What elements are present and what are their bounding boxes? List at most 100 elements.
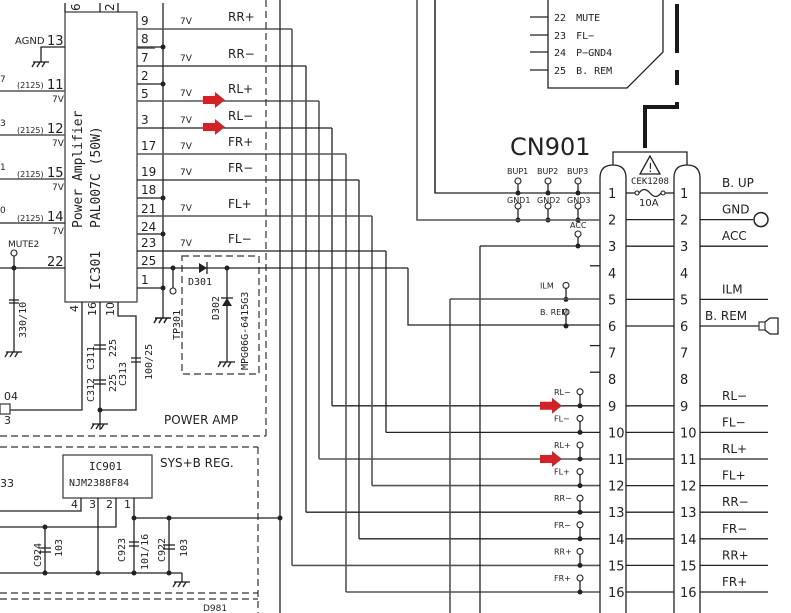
ic901-pin: 2	[106, 498, 113, 511]
ic301-right-pin: 24	[141, 220, 156, 234]
fuse-terminal	[660, 190, 666, 196]
pin-14: 14	[47, 210, 64, 225]
test-point	[576, 574, 584, 582]
edge-label: 04	[4, 390, 18, 403]
cn901-right-label: FL+	[722, 469, 746, 483]
junction-dot	[577, 509, 583, 515]
test-point-label: RR+	[554, 547, 572, 556]
cn901-right-pin-number: 15	[680, 559, 697, 574]
cn901-left-pin-number: 12	[608, 480, 625, 495]
cn901-left-pin-number: 16	[608, 586, 625, 601]
ic301-body	[64, 11, 138, 303]
c922-label: C922	[157, 538, 168, 562]
voltage-label: 7V	[180, 204, 193, 214]
ic301-top-pin: 2	[103, 3, 117, 11]
pin-15: 15	[47, 166, 64, 181]
junction-dot	[160, 195, 166, 201]
cn901-left-pin-number: 7	[608, 347, 616, 362]
c924-value: 103	[54, 539, 65, 557]
test-point	[576, 468, 584, 476]
test-point-label: RR−	[554, 494, 572, 503]
bup-label: BUP3	[567, 167, 588, 176]
ic301-right-pin: 3	[141, 113, 149, 127]
power-amp-block: POWER AMP D301 TP301 D302 MPG06G-6415G3	[0, 0, 408, 437]
d302-label: D302	[211, 296, 222, 320]
test-point-label: B. REM	[540, 308, 568, 317]
pin-11: 11	[47, 78, 64, 93]
test-point-label: FL−	[554, 414, 570, 423]
cn901-right-pin-number: 3	[680, 240, 688, 255]
output-signal-label: RR+	[228, 10, 255, 24]
plug-icon	[758, 321, 766, 331]
cn901-right-label: RR+	[722, 548, 749, 562]
output-signal-label: RL−	[228, 109, 253, 123]
cn901-left-pin-number: 10	[608, 426, 625, 441]
test-point-label: FR+	[554, 574, 571, 583]
cn901-right-label: RR−	[722, 495, 749, 509]
c313-label: C313	[118, 362, 129, 386]
block-label: POWER AMP	[164, 413, 238, 427]
test-point-label: ILM	[540, 281, 554, 290]
ic301-right-pin: 2	[141, 69, 149, 83]
output-signal-label: FL−	[228, 232, 252, 246]
edge-label: 3	[4, 414, 11, 427]
electrolytic-capacitor-icon	[9, 299, 19, 304]
cn901-right-label: FR+	[722, 575, 747, 589]
ic301-left-pins: AGND 13 7 (2125) 11 7V 3 (2125) 12 7V 1 …	[0, 34, 65, 358]
voltage-label: 7V	[180, 89, 193, 99]
pin-note: (2125)	[17, 170, 44, 179]
cn901-left-pin-number: 11	[608, 453, 625, 468]
test-point	[562, 281, 570, 289]
ic301-part: PAL007C (50W)	[89, 126, 104, 228]
ic901-body	[62, 454, 153, 499]
output-signal-label: FR−	[228, 161, 253, 175]
highlight-arrow-icon	[203, 119, 225, 135]
pin-note: (2125)	[17, 81, 44, 90]
ground-icon	[4, 351, 22, 358]
cn901-left-pin-number: 4	[608, 267, 616, 282]
cn901-right-label: ACC	[722, 229, 747, 243]
output-signal-label: RL+	[228, 82, 253, 96]
gnd-label: GND3	[567, 196, 590, 205]
cap-value: 330/10	[18, 302, 29, 338]
ic901-part: NJM2388F84	[69, 478, 129, 489]
ic301-ref: IC301	[89, 251, 104, 290]
d301-label: D301	[188, 277, 212, 288]
top-pin: 25 B. REM	[554, 66, 612, 77]
c924-label: C924	[33, 543, 44, 567]
pin-13: 13	[47, 34, 64, 49]
junction-dot	[577, 562, 583, 568]
cn901-right-label: B. REM	[705, 309, 747, 323]
test-point	[576, 547, 584, 555]
gnd-label: GND2	[537, 196, 560, 205]
bup-label: BUP2	[537, 167, 558, 176]
ground-terminal-icon	[753, 211, 769, 228]
d981-label: D981	[203, 604, 227, 613]
edge-label: 1	[0, 163, 6, 173]
pin-22: 22	[47, 255, 64, 270]
test-point	[10, 249, 18, 257]
cn901-right-pin-number: 9	[680, 400, 688, 415]
c313-value: 100/25	[144, 344, 155, 380]
junction-dot	[577, 536, 583, 542]
ic301-function: Power Amplifier	[71, 110, 86, 228]
cn901-right-label: ILM	[722, 282, 743, 296]
ic301-right-pin: 9	[141, 14, 149, 28]
cn901-left-pin-number: 14	[608, 533, 625, 548]
cn901-right-pin-number: 7	[680, 347, 688, 362]
output-signal-label: FR+	[228, 135, 253, 149]
ic301-bottom-pin: 10	[104, 302, 117, 316]
junction-dot	[577, 429, 583, 435]
cn901-title: CN901	[510, 133, 591, 161]
top-pin: 22 MUTE	[554, 13, 600, 24]
pin-note: (2125)	[17, 214, 44, 223]
voltage-label: 7V	[52, 95, 65, 105]
warning-icon	[638, 154, 662, 175]
junction-dot	[577, 589, 583, 595]
junction-dot	[160, 44, 166, 50]
edge-label: 3	[0, 119, 6, 129]
tp301-label: TP301	[172, 310, 183, 340]
junction-dot	[577, 483, 583, 489]
output-signal-label: RR−	[228, 47, 255, 61]
